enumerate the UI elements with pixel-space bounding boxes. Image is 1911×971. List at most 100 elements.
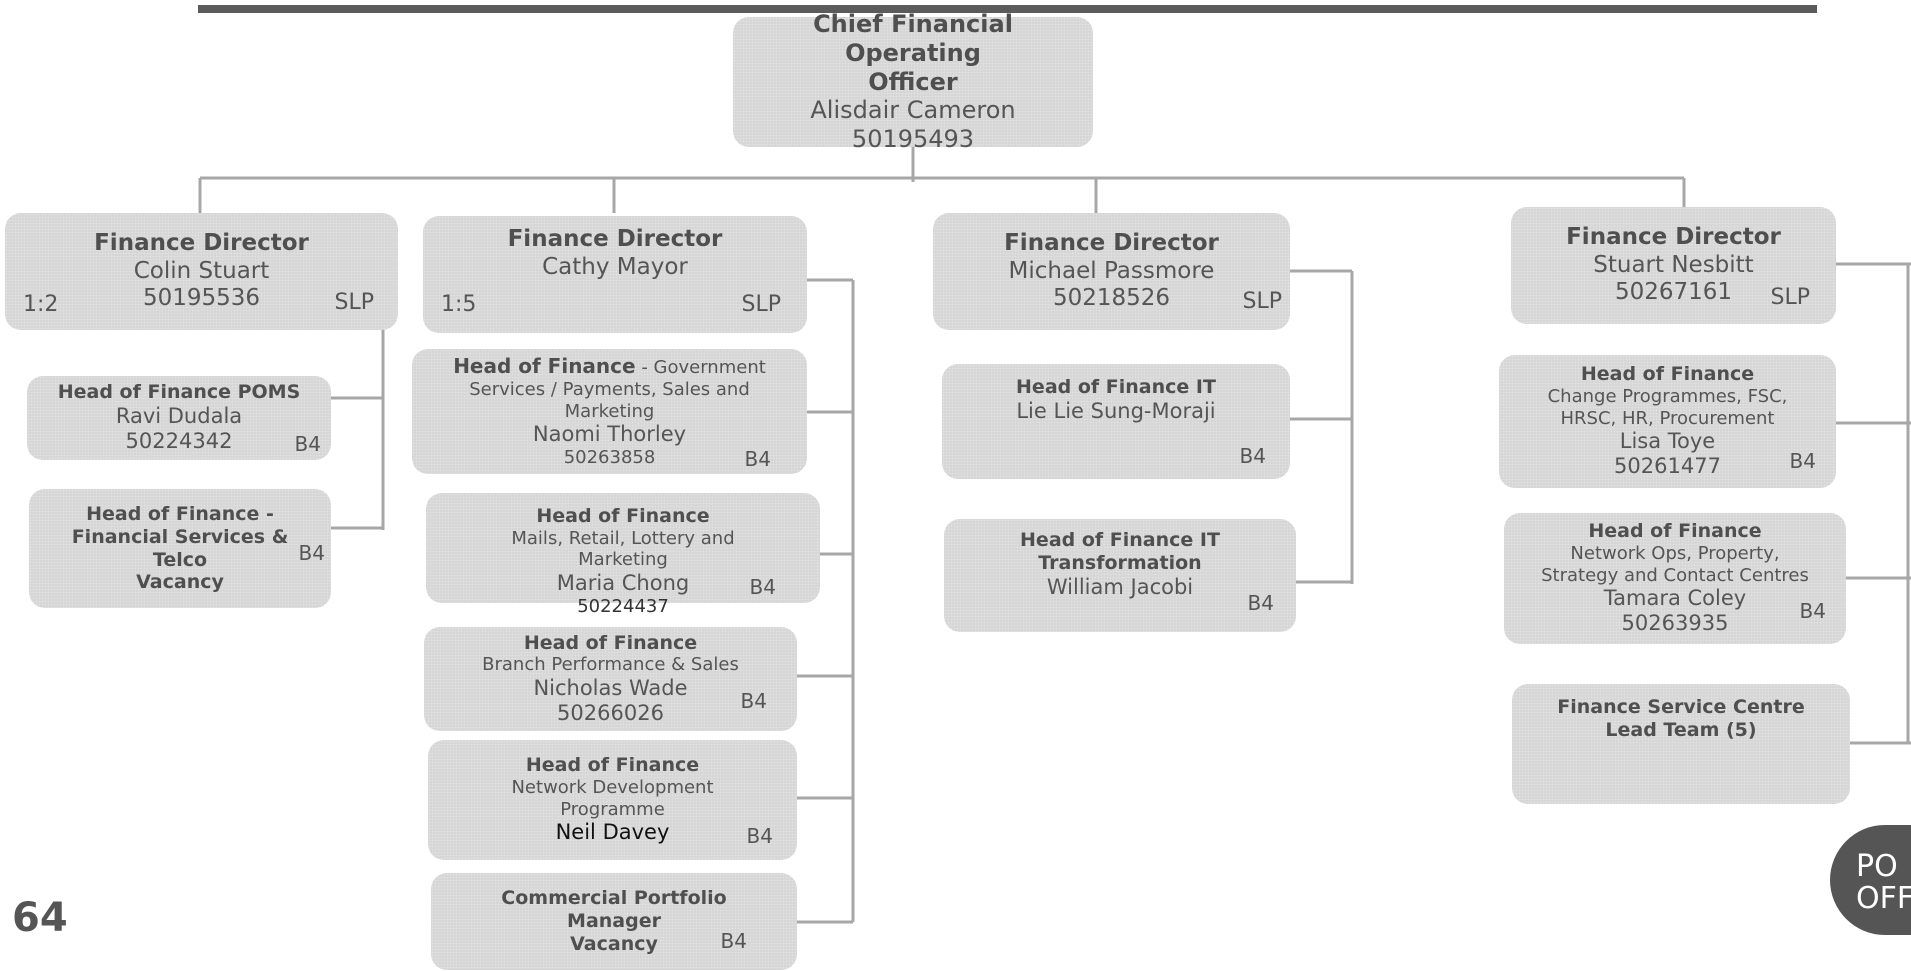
report-grade: B4 (294, 432, 321, 456)
director-span: 1:5 (441, 292, 477, 317)
report-role: Head of Finance (523, 631, 698, 654)
report-grade: B4 (720, 929, 747, 953)
report-role: Head of Finance (1588, 520, 1762, 543)
report-grade: B4 (1799, 599, 1826, 623)
director-span: 1:2 (23, 292, 59, 317)
report-name: Naomi Thorley (532, 422, 687, 447)
report-name: William Jacobi (1046, 574, 1194, 599)
director-grade: SLP (1242, 289, 1283, 314)
director-title: Finance Director (1004, 230, 1219, 257)
report-name: Lisa Toye (1619, 429, 1716, 454)
report-role: Head of Finance (453, 354, 636, 379)
director-title: Finance Director (94, 230, 309, 257)
report-desc-line2: Marketing (578, 549, 668, 571)
report-role-line2: Lead Team (5) (1605, 718, 1757, 741)
director-number: 50267161 (1614, 279, 1733, 306)
director-name: Michael Passmore (1008, 257, 1215, 284)
director-grade: SLP (334, 290, 375, 315)
finance-director-box: Finance Director Colin Stuart 50195536 1… (5, 213, 398, 330)
report-desc-line2: Strategy and Contact Centres (1541, 564, 1809, 586)
report-desc-line1: Network Ops, Property, (1570, 543, 1780, 565)
report-number: 50224342 (125, 429, 233, 454)
report-role: Head of Finance (525, 754, 700, 777)
report-box-financial-services: Head of Finance - Financial Services & T… (29, 489, 331, 608)
report-grade: B4 (744, 447, 771, 471)
report-number: 50263858 (563, 447, 656, 469)
report-box-network-ops: Head of Finance Network Ops, Property, S… (1504, 513, 1846, 644)
report-box-finance-it: Head of Finance IT Lie Lie Sung-Moraji B… (942, 364, 1290, 479)
director-title: Finance Director (507, 226, 723, 252)
report-role-line1: Head of Finance - (86, 502, 274, 525)
report-box-fsc-lead-team: Finance Service Centre Lead Team (5) (1512, 684, 1850, 804)
finance-director-box: Finance Director Stuart Nesbitt 50267161… (1511, 207, 1836, 324)
cfoo-name: Alisdair Cameron (810, 96, 1016, 125)
director-grade: SLP (1770, 285, 1811, 310)
report-number: 50261477 (1614, 454, 1721, 479)
report-vacancy: Vacancy (136, 571, 224, 594)
report-role: Head of Finance (1580, 363, 1755, 386)
report-box-poms: Head of Finance POMS Ravi Dudala 5022434… (27, 376, 331, 460)
report-number: 50263935 (1621, 611, 1729, 636)
director-grade: SLP (741, 292, 782, 317)
report-name: Tamara Coley (1603, 586, 1747, 611)
report-grade: B4 (749, 575, 776, 599)
report-desc-line0: - Government (635, 357, 766, 379)
top-divider-bar (198, 5, 1817, 13)
report-name: Ravi Dudala (115, 404, 243, 429)
report-role-line2: Manager (567, 910, 661, 933)
report-number: 50266026 (557, 701, 664, 726)
report-box-commercial-portfolio: Commercial Portfolio Manager Vacancy B4 (431, 873, 797, 970)
director-name: Stuart Nesbitt (1593, 251, 1754, 278)
report-name: Nicholas Wade (533, 676, 688, 700)
report-grade: B4 (298, 541, 325, 565)
badge-line2: OFF (1856, 880, 1911, 916)
cfoo-title-line2: Officer (868, 67, 958, 96)
director-number: 50195536 (142, 285, 261, 312)
report-grade: B4 (1239, 444, 1266, 468)
report-role-line2: Transformation (1038, 551, 1202, 574)
director-number: 50218526 (1052, 285, 1171, 312)
report-number: 50224437 (577, 596, 669, 618)
cfoo-box: Chief Financial Operating Officer Alisda… (733, 10, 1093, 153)
report-desc-line1: Network Development (511, 777, 714, 799)
report-box-change-programmes: Head of Finance Change Programmes, FSC, … (1499, 355, 1836, 488)
report-role-line1: Commercial Portfolio (501, 887, 727, 910)
director-name: Colin Stuart (133, 257, 270, 284)
report-role-line1: Finance Service Centre (1557, 696, 1805, 718)
badge-line1: PO (1856, 849, 1898, 884)
report-role: Head of Finance IT (1016, 376, 1216, 398)
report-grade: B4 (740, 689, 767, 713)
report-desc-line1: Mails, Retail, Lottery and (511, 527, 735, 549)
report-name: Neil Davey (555, 820, 670, 845)
post-office-badge: PO OFF (1830, 825, 1911, 935)
report-desc-line1: Branch Performance & Sales (482, 654, 739, 676)
report-role: Head of Finance POMS (57, 381, 301, 404)
report-grade: B4 (1789, 449, 1816, 473)
report-role: Head of Finance (536, 505, 710, 527)
report-grade: B4 (1247, 591, 1274, 615)
director-name: Cathy Mayor (542, 253, 688, 280)
report-role-line3: Telco (152, 548, 208, 571)
report-role-line1: Head of Finance IT (1020, 529, 1220, 551)
report-box-mails-retail: Head of Finance Mails, Retail, Lottery a… (426, 493, 820, 617)
page-number: 64 (12, 895, 68, 941)
report-box-government-services: Head of Finance - Government Services / … (412, 349, 807, 474)
report-grade: B4 (746, 824, 773, 848)
director-title: Finance Director (1566, 224, 1781, 251)
report-desc-line2: Marketing (564, 400, 655, 422)
report-desc-line1: Services / Payments, Sales and (469, 378, 750, 400)
report-desc-line2: HRSC, HR, Procurement (1560, 407, 1775, 429)
report-vacancy: Vacancy (570, 932, 658, 955)
cfoo-title-line1: Chief Financial Operating (813, 10, 1013, 67)
finance-director-box: Finance Director Michael Passmore 502185… (933, 213, 1290, 330)
finance-director-box: Finance Director Cathy Mayor 1:5 SLP (423, 216, 807, 333)
report-name: Lie Lie Sung-Moraji (1016, 398, 1216, 423)
cfoo-number: 50195493 (851, 125, 975, 154)
report-desc-line2: Programme (560, 798, 665, 820)
report-role-line2: Financial Services & (71, 525, 289, 548)
report-name: Maria Chong (556, 570, 690, 595)
report-box-network-development: Head of Finance Network Development Prog… (428, 740, 797, 860)
report-desc-line1: Change Programmes, FSC, (1547, 386, 1788, 408)
report-box-branch-performance: Head of Finance Branch Performance & Sal… (424, 627, 797, 731)
